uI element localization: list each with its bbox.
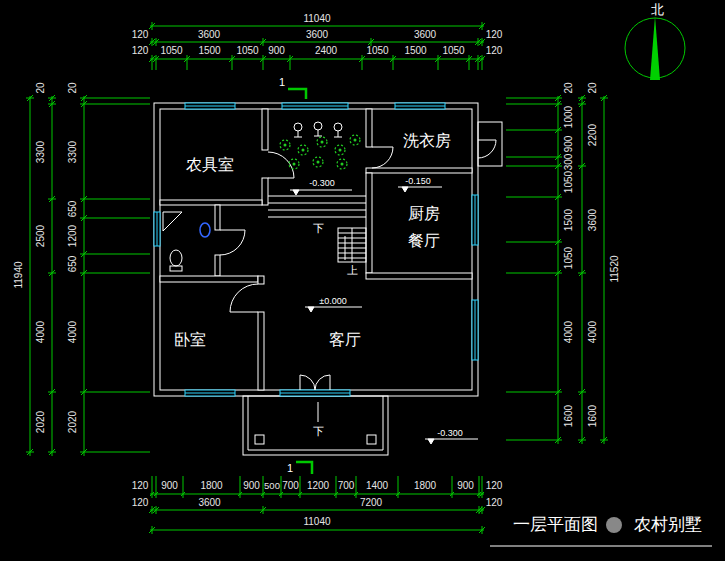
section-mark: 1 [287, 462, 293, 475]
dimension-text: 1050 [442, 45, 464, 57]
drawing-caption: 一层平面图 [513, 515, 598, 535]
stair-direction: 下 [313, 222, 324, 235]
dimension-text: 1050 [563, 246, 575, 268]
dimension-text: 3600 [587, 208, 599, 230]
elevation-text: ±0.000 [319, 296, 346, 306]
dimension-text: 1050 [236, 45, 258, 57]
dimension-text: 700 [338, 480, 355, 492]
dimension-text: 120 [132, 480, 149, 492]
room-area: 厨房餐厅 [372, 173, 472, 273]
dimension-text: 1600 [587, 405, 599, 427]
dimension-text: 3600 [306, 29, 328, 41]
room-area: 农具室 [160, 109, 262, 200]
dimension-text: 1500 [198, 45, 220, 57]
dimension-text: 3600 [414, 29, 436, 41]
dimension-text: 1800 [414, 480, 436, 492]
room-area: 卧室 [160, 282, 258, 390]
room-area: 客厅 [264, 281, 472, 390]
elevation-text: -0.150 [405, 176, 431, 186]
dimension-text: 120 [486, 497, 503, 509]
dimension-text: 3300 [35, 140, 47, 162]
room-name: 厨房 [408, 205, 440, 223]
dimension-text: 4000 [35, 321, 47, 343]
dimension-text: 1600 [563, 405, 575, 427]
dimension-text: 120 [132, 29, 149, 41]
dimension-text: 1200 [67, 225, 79, 247]
room-name: 餐厅 [408, 232, 440, 250]
dimension-text: 650 [67, 200, 79, 217]
room-name: 客厅 [329, 331, 361, 349]
dimension-text: 4000 [67, 321, 79, 343]
room-name: 卧室 [174, 331, 206, 349]
dimension-text: 11040 [303, 516, 330, 528]
room-name: 洗衣房 [403, 132, 451, 150]
dimension-text: 1050 [160, 45, 182, 57]
dimension-text: 1000 [563, 106, 575, 128]
dimension-text: 120 [132, 497, 149, 509]
dimension-text: 1050 [563, 170, 575, 192]
dimension-text: 120 [486, 45, 503, 57]
stair-direction: 上 [347, 264, 358, 277]
dimension-text: 2020 [35, 411, 47, 433]
dimension-text: 120 [486, 29, 503, 41]
dimension-text: 3600 [198, 497, 220, 509]
dimension-text: 7200 [360, 497, 382, 509]
dimension-text: 4000 [563, 321, 575, 343]
dimension-text: 2200 [587, 124, 599, 146]
dimension-text: 20 [35, 82, 47, 93]
dimension-text: 20 [67, 82, 79, 93]
dimension-text: 700 [282, 480, 299, 492]
room-name: 农具室 [186, 156, 234, 174]
dimension-text: 900 [161, 480, 178, 492]
dimension-text: 900 [243, 480, 260, 492]
dimension-text: 4000 [587, 321, 599, 343]
dimension-text: 650 [67, 255, 79, 272]
dimension-text: 900 [563, 135, 575, 152]
dimension-text: 3600 [198, 29, 220, 41]
stair-direction: 下 [313, 425, 324, 438]
dimension-text: 2400 [315, 45, 337, 57]
watermark: 农村别墅 [634, 515, 702, 535]
dimension-text: 1800 [200, 480, 222, 492]
dimension-text: 1050 [366, 45, 388, 57]
dimension-text: 2500 [35, 225, 47, 247]
elevation-text: -0.300 [309, 178, 335, 188]
dimension-text: 1500 [563, 208, 575, 230]
dimension-text: 1500 [404, 45, 426, 57]
elevation-text: -0.300 [437, 428, 463, 438]
dimension-text: 20 [563, 82, 575, 93]
dimension-text: 20 [587, 82, 599, 93]
section-mark: 1 [279, 76, 285, 89]
north-label: 北 [651, 3, 664, 18]
dimension-text: 300 [563, 153, 575, 170]
dimension-text: 120 [486, 480, 503, 492]
dimension-text: 900 [457, 480, 474, 492]
dimension-text: 900 [268, 45, 285, 57]
dimension-text: 11520 [609, 255, 621, 282]
dimension-text: 3300 [67, 140, 79, 162]
dimension-text: 500 [264, 481, 280, 492]
dimension-text: 2020 [67, 411, 79, 433]
dimension-text: 1400 [366, 480, 388, 492]
room-area: 洗衣房 [372, 109, 472, 168]
dimension-text: 120 [132, 45, 149, 57]
dimension-text: 11940 [13, 261, 25, 288]
dimension-text: 1200 [307, 480, 329, 492]
dimension-text: 11040 [303, 13, 330, 25]
